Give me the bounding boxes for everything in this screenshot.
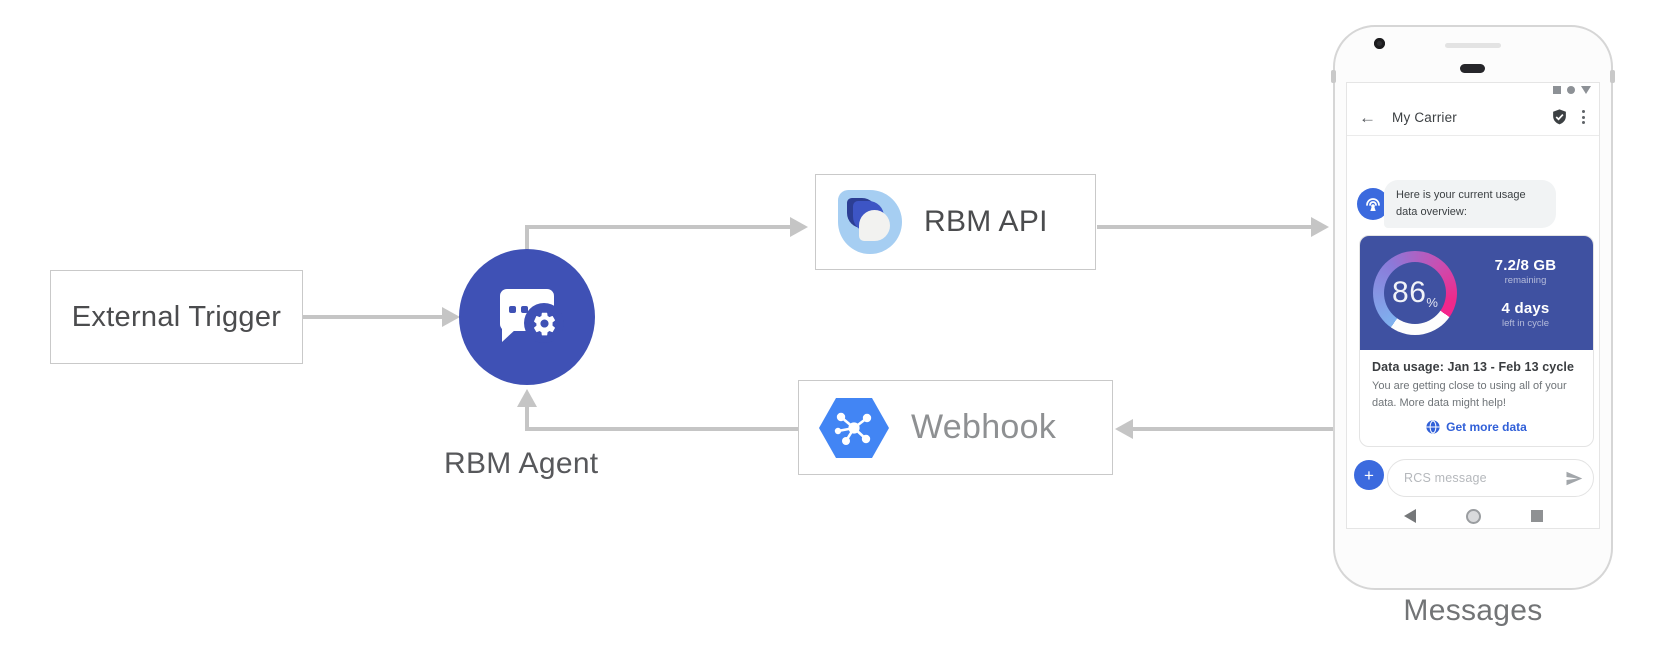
agent-message-bubble: Here is your current usage data overview… [1384,180,1556,228]
gauge-percent: 86 [1392,276,1427,309]
arrowhead-right-icon [1311,217,1329,237]
shield-check-icon[interactable] [1551,108,1568,126]
kebab-menu-icon[interactable] [1580,108,1587,126]
recents-square-icon[interactable] [1530,510,1543,522]
usage-rich-card: 86 % 7.2/8 GB remaining 4 days left in c… [1359,235,1594,447]
node-rbm-agent [459,249,595,385]
broadcast-hotspot-icon [1366,198,1380,211]
agent-avatar [1357,188,1389,220]
external-trigger-label: External Trigger [71,300,282,333]
android-nav-bar [1347,503,1599,528]
usage-card-heading: Data usage: Jan 13 - Feb 13 cycle [1372,360,1575,374]
rcs-message-input[interactable] [1404,471,1565,485]
arrow-agent-to-api-vertical [525,225,529,255]
arrow-webhook-to-agent-vertical [525,406,529,431]
phone-mockup: ← My Carrier Here is your current usage … [1331,25,1615,590]
chat-bubble-icon [500,289,564,343]
cycle-caption: left in cycle [1502,318,1549,329]
front-camera-icon [1374,38,1385,49]
speaker-slot [1445,43,1501,48]
arrowhead-left-icon [1115,419,1133,439]
remaining-value: 7.2/8 GB [1494,257,1557,274]
gauge-percent-sign: % [1426,295,1438,310]
messages-caption: Messages [1403,594,1543,627]
plus-icon: + [1364,465,1374,485]
arrowhead-right-icon [790,217,808,237]
status-bar [1553,86,1591,94]
antenna-line-right [1610,70,1615,83]
arrowhead-up-icon [517,389,537,407]
node-rbm-api: RBM API [815,174,1096,270]
usage-card-hero: 86 % 7.2/8 GB remaining 4 days left in c… [1360,236,1593,350]
arrow-agent-to-api-horizontal [525,225,791,229]
back-triangle-icon[interactable] [1403,509,1416,523]
usage-stats: 7.2/8 GB remaining 4 days left in cycle [1464,236,1587,350]
conversation-title: My Carrier [1392,109,1457,125]
earpiece [1460,64,1485,73]
node-webhook: Webhook [798,380,1113,475]
node-external-trigger: External Trigger [50,270,303,364]
arrow-api-to-phone [1097,225,1313,229]
send-icon[interactable] [1565,469,1583,488]
arrowhead-right-icon [442,307,460,327]
globe-icon [1426,420,1440,434]
usage-card-body: Data usage: Jan 13 - Feb 13 cycle You ar… [1360,350,1593,446]
antenna-line-left [1331,70,1336,83]
cycle-value: 4 days [1501,300,1550,317]
arrow-left-icon[interactable]: ← [1359,107,1376,127]
webhook-label: Webhook [911,408,1057,446]
remaining-caption: remaining [1504,275,1547,286]
message-composer [1387,459,1594,497]
square-icon [1553,86,1561,94]
arrow-webhook-to-agent-horizontal [525,427,799,431]
rbm-api-logo-icon [838,190,902,254]
app-bar: ← My Carrier [1347,99,1599,136]
phone-screen: ← My Carrier Here is your current usage … [1346,82,1600,529]
gear-icon [524,303,564,343]
cloud-hexagon-hub-icon [819,397,889,458]
dot-icon [1567,86,1575,94]
rbm-agent-label: RBM Agent [444,447,599,480]
usage-gauge: 86 % [1373,251,1457,335]
usage-card-text: You are getting close to using all of yo… [1372,380,1567,409]
get-more-data-label: Get more data [1446,420,1527,434]
rbm-api-label: RBM API [924,205,1048,238]
add-attachment-button[interactable]: + [1354,460,1384,490]
arrow-external-to-agent [303,315,444,319]
triangle-icon [1581,86,1591,94]
get-more-data-button[interactable]: Get more data [1372,420,1581,434]
arrow-phone-to-webhook [1133,427,1334,431]
home-circle-icon[interactable] [1465,508,1481,524]
